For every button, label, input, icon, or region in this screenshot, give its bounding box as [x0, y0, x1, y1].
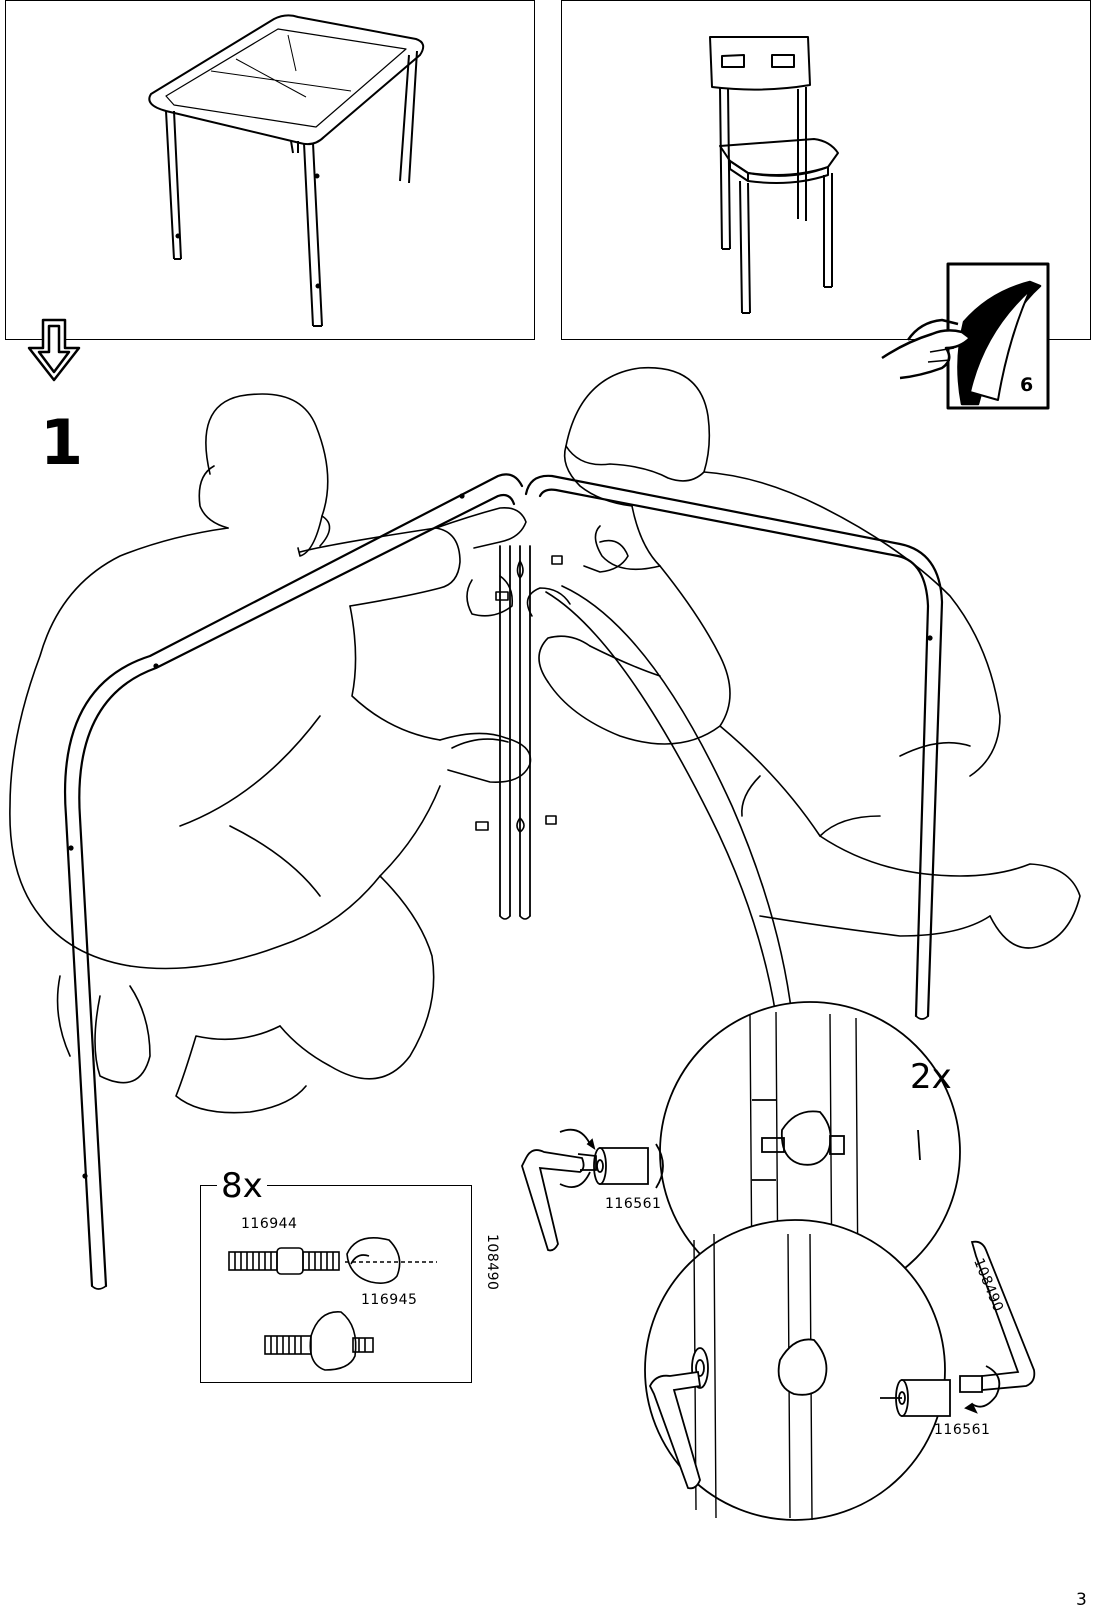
detail-quantity: 2x: [910, 1060, 952, 1094]
hardware-box: 8x 116944 116945: [200, 1185, 472, 1383]
detail-callout: 2x 116561 108490 116561 108490: [530, 1020, 1080, 1550]
barrel-nut-part-number-top: 116561: [605, 1196, 661, 1212]
detail-circles-illustration: [530, 1020, 1080, 1550]
barrel-nut-part-number-bottom: 116561: [934, 1422, 990, 1438]
bolt-and-cap-illustration: [201, 1186, 473, 1384]
page-number: 3: [1076, 1590, 1087, 1610]
allen-key-part-number-top: 108490: [484, 1234, 500, 1290]
glass-table-illustration: [6, 1, 536, 341]
table-preview-panel: [5, 0, 535, 340]
